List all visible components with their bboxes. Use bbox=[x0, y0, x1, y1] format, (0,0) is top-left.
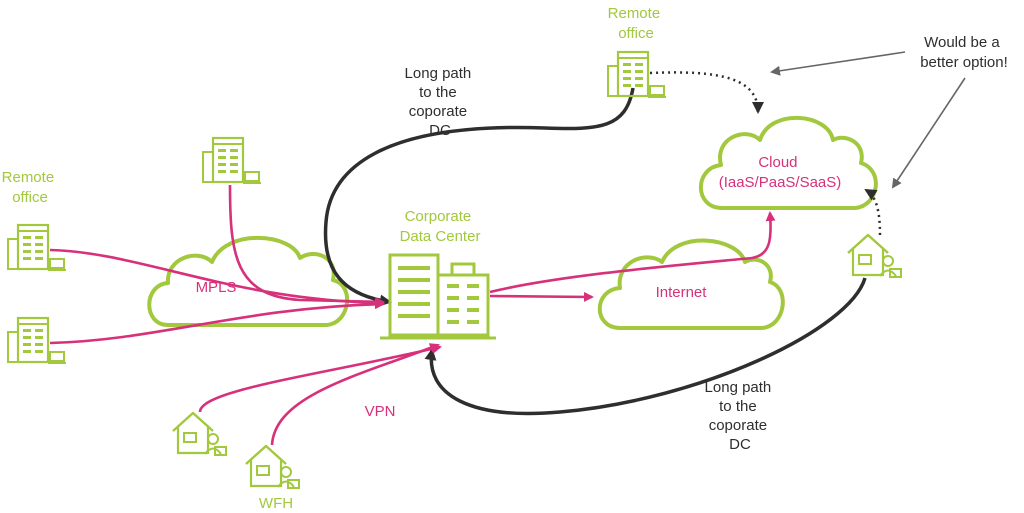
office-building-icon-left-2 bbox=[6, 316, 68, 365]
remote-office-top-label: Remote office bbox=[608, 5, 665, 42]
data-center-building-icon bbox=[380, 253, 496, 340]
long-path-bottom-arrow bbox=[424, 277, 867, 416]
home-worker-icon-3 bbox=[846, 233, 903, 279]
internet-label: Internet bbox=[656, 284, 708, 301]
long-path-top-arrow bbox=[323, 87, 635, 307]
better-option-label: Would be a better option! bbox=[920, 34, 1008, 71]
annotation-arrow-1 bbox=[770, 51, 906, 76]
corporate-dc-label: Corporate Data Center bbox=[400, 208, 481, 245]
vpn-label: VPN bbox=[365, 403, 396, 420]
mpls-cloud bbox=[147, 235, 350, 327]
long-path-bottom-label: Long path to the coporate DC bbox=[705, 379, 776, 453]
link-vpn-home1 bbox=[198, 343, 442, 413]
cloud-label: Cloud (IaaS/PaaS/SaaS) bbox=[719, 154, 842, 191]
saas-cloud bbox=[698, 115, 878, 210]
link-building-to-dc bbox=[228, 184, 385, 307]
home-worker-icon-1 bbox=[171, 411, 228, 457]
dotted-office-to-cloud bbox=[649, 71, 764, 114]
link-vpn-home2 bbox=[270, 343, 440, 446]
wfh-label: WFH bbox=[259, 495, 293, 512]
office-building-icon-left-1 bbox=[6, 223, 68, 272]
long-path-top-label: Long path to the coporate DC bbox=[405, 65, 476, 139]
remote-office-left-label: Remote office bbox=[2, 169, 59, 206]
link-dc-to-cloud bbox=[489, 211, 776, 294]
link-dc-to-internet bbox=[489, 291, 594, 302]
office-building-icon-remote-top bbox=[606, 50, 668, 99]
link-office2-to-dc bbox=[49, 299, 385, 345]
home-worker-icon-2 bbox=[244, 444, 301, 490]
annotation-arrow-2 bbox=[891, 77, 966, 189]
mpls-label: MPLS bbox=[196, 279, 237, 296]
link-office1-to-dc bbox=[49, 248, 385, 308]
internet-cloud bbox=[597, 238, 785, 330]
mpls-links bbox=[49, 184, 776, 446]
office-building-icon-center bbox=[201, 136, 263, 185]
